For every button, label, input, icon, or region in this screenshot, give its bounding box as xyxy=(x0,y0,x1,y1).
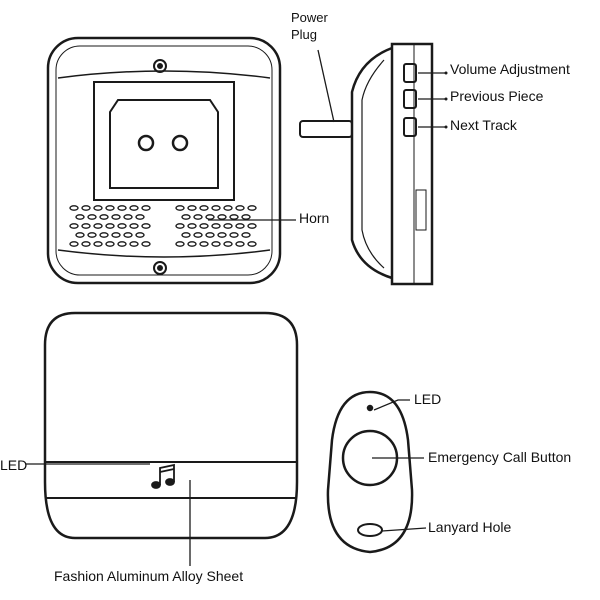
grille-hole xyxy=(117,205,127,211)
grille-hole xyxy=(129,223,139,229)
grille-hole xyxy=(111,214,121,220)
lanyard-hole xyxy=(357,523,383,537)
grille-hole xyxy=(105,241,115,247)
previous-button xyxy=(403,89,417,109)
grille-hole xyxy=(69,223,79,229)
grille-hole xyxy=(81,241,91,247)
horn-grille xyxy=(69,205,257,247)
grille-hole xyxy=(99,232,109,238)
grille-hole xyxy=(135,232,145,238)
grille-hole xyxy=(175,241,185,247)
receiver-back-view xyxy=(43,311,299,540)
label-horn: Horn xyxy=(299,210,330,226)
label-next-track: Next Track xyxy=(450,117,517,133)
grille-hole xyxy=(93,205,103,211)
grille-hole xyxy=(93,223,103,229)
grille-hole xyxy=(247,205,257,211)
grille-hole xyxy=(69,241,79,247)
grille-hole xyxy=(87,214,97,220)
grille-hole xyxy=(211,205,221,211)
grille-hole xyxy=(181,214,191,220)
grille-hole xyxy=(175,205,185,211)
grille-hole xyxy=(87,232,97,238)
grille-hole xyxy=(205,232,215,238)
label-led-button: LED xyxy=(414,391,442,407)
grille-hole xyxy=(235,241,245,247)
grille-hole xyxy=(241,214,251,220)
grille-hole xyxy=(105,205,115,211)
grille-hole xyxy=(141,241,151,247)
grille-hole xyxy=(93,241,103,247)
receiver-side-view xyxy=(299,42,434,286)
grille-hole xyxy=(135,214,145,220)
grille-hole xyxy=(123,214,133,220)
grille-hole xyxy=(111,232,121,238)
label-volume-adjustment: Volume Adjustment xyxy=(450,61,570,77)
music-note-icon xyxy=(151,463,175,489)
grille-hole xyxy=(247,241,257,247)
grille-hole xyxy=(123,232,133,238)
grille-hole xyxy=(193,232,203,238)
label-previous-piece: Previous Piece xyxy=(450,88,544,104)
grille-hole xyxy=(141,223,151,229)
label-fashion-sheet: Fashion Aluminum Alloy Sheet xyxy=(54,568,244,584)
grille-hole xyxy=(235,223,245,229)
grille-hole xyxy=(117,241,127,247)
grille-hole xyxy=(175,223,185,229)
grille-hole xyxy=(181,232,191,238)
grille-hole xyxy=(129,241,139,247)
grille-hole xyxy=(187,205,197,211)
label-power-plug: Power Plug xyxy=(291,10,328,42)
grille-hole xyxy=(199,241,209,247)
grille-hole xyxy=(75,214,85,220)
label-led-receiver: LED xyxy=(0,457,28,473)
grille-hole xyxy=(247,223,257,229)
grille-hole xyxy=(105,223,115,229)
grille-hole xyxy=(217,232,227,238)
label-lanyard-hole: Lanyard Hole xyxy=(428,519,512,535)
grille-hole xyxy=(199,223,209,229)
grille-hole xyxy=(229,232,239,238)
grille-hole xyxy=(141,205,151,211)
grille-hole xyxy=(211,241,221,247)
emergency-button-fob xyxy=(326,390,414,554)
grille-hole xyxy=(187,241,197,247)
grille-hole xyxy=(235,205,245,211)
socket-hole-right xyxy=(171,134,189,152)
grille-hole xyxy=(205,214,215,220)
fob-led-dot xyxy=(366,404,374,412)
grille-hole xyxy=(75,232,85,238)
screw-bottom xyxy=(153,261,167,275)
socket-hole-left xyxy=(137,134,155,152)
grille-hole xyxy=(199,205,209,211)
grille-hole xyxy=(69,205,79,211)
grille-hole xyxy=(187,223,197,229)
grille-hole xyxy=(241,232,251,238)
grille-hole xyxy=(223,223,233,229)
receiver-front-view xyxy=(46,36,282,285)
screw-top xyxy=(153,59,167,73)
next-button xyxy=(403,117,417,137)
grille-hole xyxy=(223,241,233,247)
grille-hole xyxy=(129,205,139,211)
grille-hole xyxy=(117,223,127,229)
volume-button xyxy=(403,63,417,83)
grille-hole xyxy=(99,214,109,220)
label-emergency-call-button: Emergency Call Button xyxy=(428,449,572,465)
leader-lines xyxy=(26,49,446,566)
grille-hole xyxy=(229,214,239,220)
grille-hole xyxy=(81,205,91,211)
grille-hole xyxy=(211,223,221,229)
grille-hole xyxy=(217,214,227,220)
grille-hole xyxy=(223,205,233,211)
grille-hole xyxy=(193,214,203,220)
power-plug-pin xyxy=(299,120,353,138)
grille-hole xyxy=(81,223,91,229)
